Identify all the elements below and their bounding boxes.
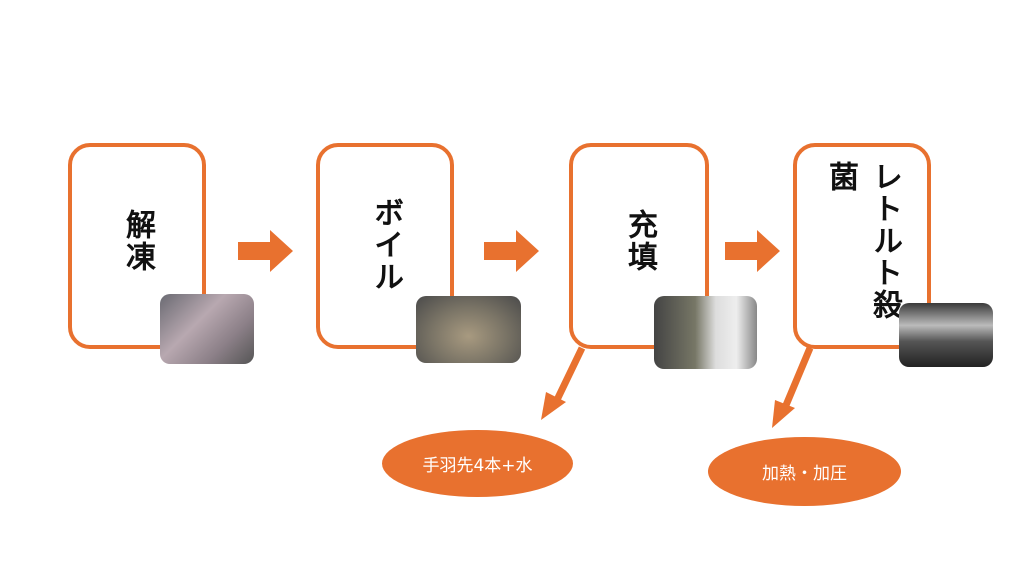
filling-photo (654, 296, 757, 369)
step-label: 充填 (622, 209, 657, 273)
arrow-down-left-icon (772, 400, 795, 428)
retort-photo (899, 303, 993, 367)
step-label: ボイル (368, 197, 403, 293)
step-label: レトルト殺菌 (823, 161, 902, 321)
note-retort-text: 加熱・加圧 (762, 464, 847, 484)
thawing-photo (160, 294, 254, 364)
note-filling-text: 手羽先4本+水 (422, 456, 533, 476)
arrow-right-icon (725, 230, 780, 272)
arrow-right-icon (238, 230, 293, 272)
arrow-down-left-icon (541, 392, 566, 420)
step-label: 解凍 (120, 209, 155, 273)
step-thaw: 解凍 (68, 143, 206, 349)
note-retort: 加熱・加圧 (708, 437, 901, 506)
note-filling: 手羽先4本+水 (382, 430, 573, 497)
arrow-right-icon (484, 230, 539, 272)
boiling-photo (416, 296, 521, 363)
